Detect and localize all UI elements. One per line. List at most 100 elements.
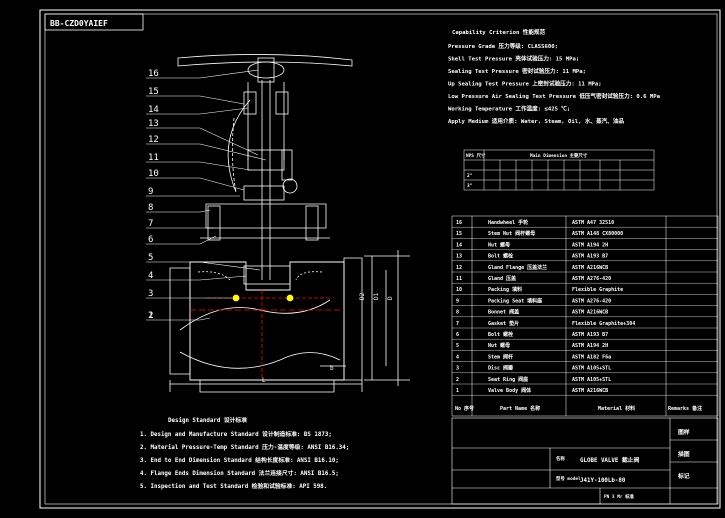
capability-line: Shell Test Pressure 壳体试验压力: 15 MPa; — [448, 55, 579, 63]
bom-row-name: Stem 阀杆 — [488, 353, 513, 360]
bom-header-material: Material 材料 — [598, 405, 635, 412]
title-block: GLOBE VALVE 截止阀 J41Y-100Lb-80 名称 型号 mode… — [556, 428, 690, 500]
bom-row-name: Disc 阀瓣 — [488, 365, 513, 372]
title-company: PN 3 Mr 标准 — [604, 493, 635, 500]
title-block-grid — [451, 417, 719, 505]
design-standard: Design Standard 设计标准 1. Design and Manuf… — [140, 416, 349, 490]
bom-row-no: 5 — [456, 343, 459, 349]
part-number-3: 3 — [148, 289, 153, 299]
dim-label-D1: D1 — [373, 292, 380, 300]
bom-row-name: Gland Flange 压盖法兰 — [488, 264, 547, 271]
title-mark-0: 图样 — [678, 428, 690, 436]
bom-row-name: Bolt 螺栓 — [488, 331, 513, 338]
bom-row-material: ASTM A105+STL — [572, 377, 611, 383]
design-standard-title: Design Standard 设计标准 — [168, 416, 247, 424]
bom-row: 3 Disc 阀瓣 ASTM A105+STL — [452, 365, 718, 373]
bom-row-material: Flexible Graphite — [572, 287, 623, 293]
part-number-6: 6 — [148, 235, 153, 245]
bom-row-material: ASTM A193 B7 — [572, 332, 608, 338]
part-number-16: 16 — [148, 69, 159, 79]
dim-label-D: D — [387, 296, 394, 300]
handwheel-shape — [177, 54, 353, 67]
bom-row: 1 Valve Body 阀体 ASTM A216WCB — [452, 387, 718, 396]
bom-row-no: 3 — [456, 366, 459, 372]
bom-row-no: 12 — [456, 265, 462, 271]
part-number-5: 5 — [148, 253, 153, 263]
design-standard-line: 3. End to End Dimension Standard 结构长度标准:… — [140, 456, 339, 464]
part-number-7: 7 — [148, 219, 153, 229]
bom-row-no: 13 — [456, 254, 462, 260]
bom-row-material: ASTM A216WCB — [572, 265, 608, 271]
bom-header-no: No 序号 — [455, 405, 474, 412]
bom-row-no: 4 — [456, 354, 459, 360]
part-number-10: 10 — [148, 169, 159, 179]
bom-row-material: ASTM A194 2H — [572, 242, 608, 248]
bom-row-no: 6 — [456, 332, 459, 338]
bom-row-material: ASTM A193 B7 — [572, 254, 608, 260]
bom-row-name: Nut 螺母 — [488, 342, 510, 349]
valve-section-view — [169, 54, 410, 393]
part-number-11: 11 — [148, 153, 159, 163]
capability-line: Sealing Test Pressure 密封试验压力: 11 MPa; — [448, 67, 586, 75]
bom-row-name: Gasket 垫片 — [488, 320, 519, 327]
capability-line: Low Pressure Air Sealing Test Pressure 低… — [448, 92, 661, 100]
bom-row-name: Bonnet 阀盖 — [488, 309, 519, 316]
dimension-labels: L b D2 D1 D — [262, 292, 394, 384]
bom-row-material: ASTM A216WCB — [572, 388, 608, 394]
part-number-2: 2 — [148, 311, 153, 321]
title-mark-2: 标记 — [677, 472, 690, 480]
capability-line: Apply Medium 适用介质: Water, Steam, Oil, 水、… — [448, 117, 624, 125]
bom-row-material: ASTM A182 F6a — [572, 354, 611, 360]
part-leader-lines — [146, 69, 267, 321]
bom-row-no: 9 — [456, 298, 459, 304]
dim-table-row-3: 3" — [467, 183, 473, 189]
bom-row-no: 16 — [456, 220, 462, 226]
bom-row-no: 1 — [456, 388, 459, 394]
dim-table-title: Main Dimension 主要尺寸 — [530, 152, 588, 159]
bom-row: 6 Bolt 螺栓 ASTM A193 B7 — [452, 331, 718, 340]
part-number-15: 15 — [148, 87, 159, 97]
bom-row-material: ASTM A105+STL — [572, 366, 611, 372]
part-number-12: 12 — [148, 135, 159, 145]
bom-header-name: Part Name 名称 — [500, 405, 540, 412]
bom-row: 12 Gland Flange 压盖法兰 ASTM A216WCB — [452, 264, 718, 273]
bom-row-name: Gland 压盖 — [488, 275, 516, 282]
drawing-code-box: BB-CZD0YAIEF — [44, 13, 144, 31]
title-mark-1: 描图 — [678, 450, 690, 458]
bom-row-no: 10 — [456, 287, 462, 293]
capability-criterion: Capability Criterion 性能规范 Pressure Grade… — [448, 28, 661, 125]
bom-row-no: 11 — [456, 276, 462, 282]
bom-row-material: ASTM A276-420 — [572, 276, 611, 282]
dim-table-nps: NPS 尺寸 — [466, 152, 486, 159]
bom-row-material: ASTM A216WCB — [572, 310, 608, 316]
bom-row-no: 14 — [456, 242, 462, 248]
dimension-table — [463, 149, 655, 191]
design-standard-line: 5. Inspection and Test Standard 检验和试验标准:… — [140, 482, 327, 490]
bom-row-name: Valve Body 阀体 — [488, 387, 532, 394]
dim-label-L: L — [262, 377, 266, 384]
capability-line: Pressure Grade 压力等级: CLASS600; — [448, 42, 558, 50]
capability-line: Up Sealing Test Pressure 上密封试验压力: 11 MPa… — [448, 80, 602, 88]
part-number-4: 4 — [148, 271, 153, 281]
title-valve-name: GLOBE VALVE 截止阀 — [580, 456, 639, 464]
part-number-13: 13 — [148, 119, 159, 129]
part-number-9: 9 — [148, 187, 153, 197]
bom-row-material: ASTM A148 CX80000 — [572, 231, 623, 237]
dim-label-b: b — [330, 365, 334, 372]
part-number-1: 1 — [148, 311, 153, 321]
bom-header: No 序号 Part Name 名称 Material 材料 Remarks 备… — [455, 405, 702, 412]
dim-table-row-2: 2" — [467, 173, 473, 179]
bom-row-name: Packing Seat 填料座 — [488, 297, 542, 304]
bom-header-remarks: Remarks 备注 — [668, 405, 702, 412]
bom-row-no: 8 — [456, 310, 459, 316]
bom-row-no: 2 — [456, 377, 459, 383]
